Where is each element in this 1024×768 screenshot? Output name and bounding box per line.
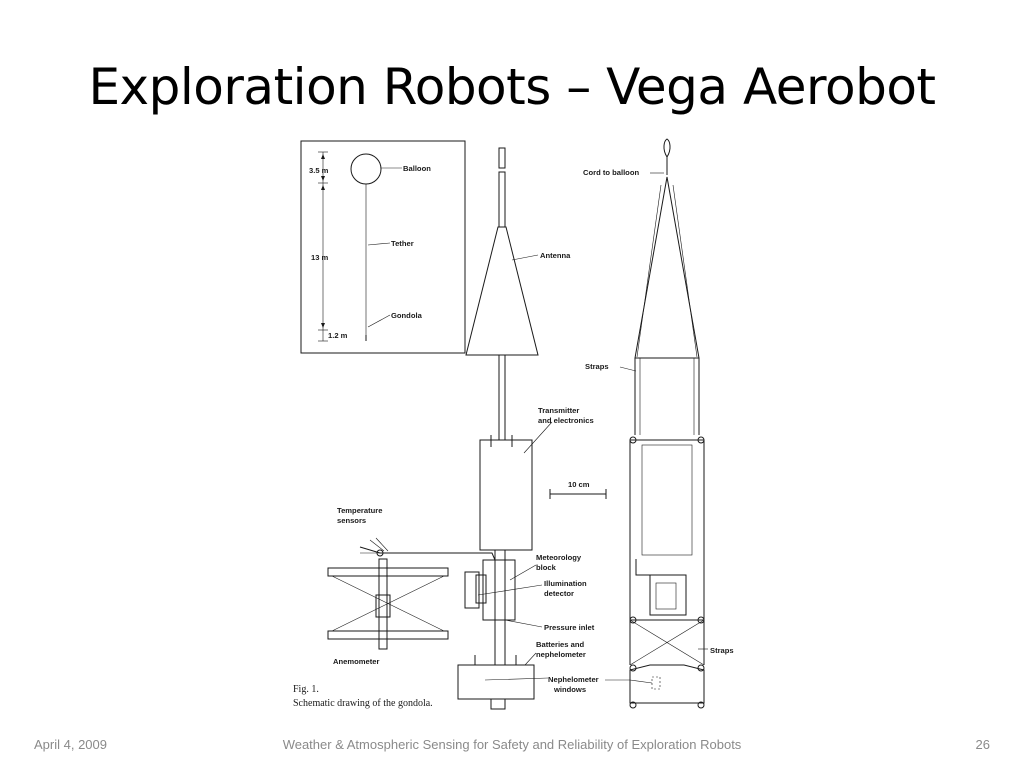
gondola-label: Gondola [391,311,423,320]
transmitter-box [479,439,533,551]
footer-title: Weather & Atmospheric Sensing for Safety… [282,737,742,752]
balloon-label: Balloon [403,164,431,173]
figure-caption-number: Fig. 1. [293,684,319,695]
gondola-side-view [327,147,607,710]
cord-label: Cord to balloon [583,168,639,177]
front-battery-box [629,664,705,704]
nephelometer-label-2: windows [553,685,586,694]
balloon-circle [350,153,382,185]
nephelometer-label: Nephelometer [548,675,599,684]
meteorology-label: Meteorology [536,553,582,562]
inset-frame [300,140,466,354]
straps-bottom-label: Straps [710,646,734,655]
dim-balloon: 3.5 m [309,166,329,175]
antenna-cone [465,226,539,356]
transmitter-label: Transmitter [538,406,579,415]
slide-title: Exploration Robots – Vega Aerobot [88,58,936,116]
gondola-front-view [629,138,705,709]
footer-date: April 4, 2009 [34,737,107,752]
batteries-box [457,664,535,700]
dim-tether: 13 m [311,253,329,262]
straps-top-label: Straps [585,362,609,371]
anemometer-label: Anemometer [333,657,379,666]
batteries-label: Batteries and [536,640,584,649]
illumination-detector [464,571,480,609]
gondola-schematic: Balloon Tether Gondola 3.5 m 13 m 1.2 m [280,135,780,715]
illumination-label-2: detector [544,589,574,598]
temperature-arm [359,546,496,561]
temperature-label: Temperature [337,506,382,515]
illumination-label: Illumination [544,579,587,588]
meteorology-label-2: block [536,563,557,572]
tether-label: Tether [391,239,414,248]
antenna-label: Antenna [540,251,571,260]
inset-diagram: Balloon Tether Gondola 3.5 m 13 m 1.2 m [300,140,466,354]
transmitter-label-2: and electronics [538,416,594,425]
front-frame [629,439,705,621]
scale-label: 10 cm [568,480,590,489]
figure-caption-text: Schematic drawing of the gondola. [293,698,433,709]
temperature-label-2: sensors [337,516,366,525]
pressure-label: Pressure inlet [544,623,595,632]
batteries-label-2: nephelometer [536,650,586,659]
schematic-drawing: Balloon Tether Gondola 3.5 m 13 m 1.2 m [293,138,734,710]
footer-page-number: 26 [975,737,990,752]
dim-gondola: 1.2 m [328,331,348,340]
anemometer [327,558,449,650]
